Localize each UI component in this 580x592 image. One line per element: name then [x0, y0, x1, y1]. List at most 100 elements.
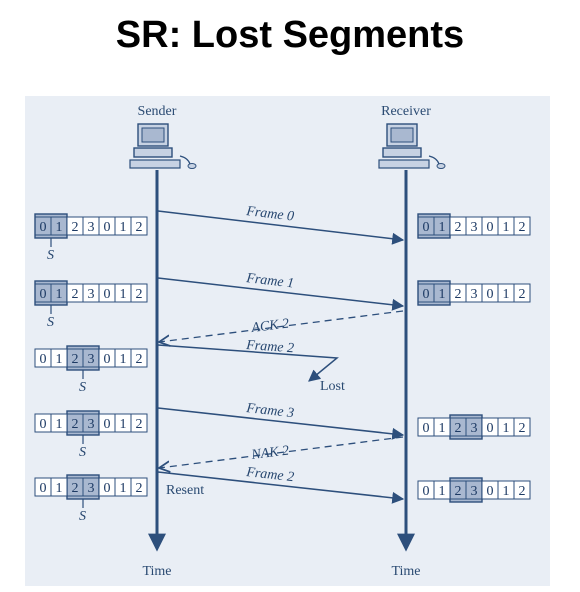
send-pointer-label: S: [47, 248, 54, 263]
receiver-window-digit: 1: [503, 484, 510, 499]
ack-2-arrow: [159, 310, 404, 342]
diagram-background: [25, 96, 550, 586]
receiver-computer-icon: [378, 123, 446, 169]
sender-window-digit: 2: [136, 481, 143, 496]
sender-label: Sender: [138, 104, 177, 119]
receiver-window-digit: 1: [503, 287, 510, 302]
receiver-window-digit: 2: [519, 220, 526, 235]
sender-window-digit: 3: [88, 287, 95, 302]
sender-window-digit: 2: [136, 352, 143, 367]
sender-window-cell: [130, 216, 148, 236]
receiver-window-digit: 1: [439, 484, 446, 499]
receiver-window-digit: 1: [439, 421, 446, 436]
sender-window-digit: 1: [56, 287, 63, 302]
frame-3-arrow: [157, 407, 405, 440]
sender-window-digit: 1: [56, 352, 63, 367]
sender-window-digit: 2: [136, 287, 143, 302]
send-pointer-label: S: [47, 315, 54, 330]
receiver-window-digit: 2: [455, 484, 462, 499]
receiver-window-cell: [513, 417, 531, 437]
receiver-window-digit: 3: [471, 220, 478, 235]
sender-window-digit: 2: [72, 287, 79, 302]
sender-window-digit: 0: [40, 287, 47, 302]
receiver-window-digit: 0: [423, 287, 430, 302]
receiver-window-cell: [513, 216, 531, 236]
sender-time-label: Time: [142, 564, 171, 579]
frame-2-label: Frame 2: [245, 338, 295, 356]
receiver-window-digit: 1: [503, 220, 510, 235]
nak-2-label: NAK 2: [250, 443, 290, 463]
receiver-window-digit: 3: [471, 421, 478, 436]
receiver-window-digit: 2: [519, 484, 526, 499]
receiver-window-digit: 3: [471, 484, 478, 499]
receiver-label: Receiver: [381, 104, 431, 119]
sender-window-cell: [130, 283, 148, 303]
send-pointer-label: S: [79, 380, 86, 395]
receiver-window-digit: 2: [519, 287, 526, 302]
receiver-window-digit: 0: [487, 220, 494, 235]
sender-window-digit: 2: [136, 417, 143, 432]
sender-window-digit: 1: [120, 481, 127, 496]
sender-window-digit: 2: [72, 220, 79, 235]
sender-window-digit: 2: [72, 352, 79, 367]
sender-window-digit: 0: [104, 417, 111, 432]
receiver-window-digit: 2: [455, 220, 462, 235]
send-pointer-label: S: [79, 509, 86, 524]
sender-window-digit: 0: [40, 352, 47, 367]
frame-1-arrow: [157, 277, 405, 311]
sender-window-digit: 3: [88, 417, 95, 432]
frame-1-label: Frame 1: [245, 271, 295, 292]
receiver-window-digit: 0: [423, 484, 430, 499]
receiver-window-digit: 0: [487, 287, 494, 302]
lost-label: Lost: [320, 379, 345, 394]
sender-window-digit: 1: [120, 352, 127, 367]
sender-window-cell: [130, 413, 148, 433]
frame-0-label: Frame 0: [245, 204, 295, 225]
sender-window-cell: [130, 477, 148, 497]
receiver-window-cell: [513, 283, 531, 303]
sender-computer-icon: [129, 123, 197, 169]
sender-window-digit: 0: [104, 287, 111, 302]
sender-window-digit: 3: [88, 220, 95, 235]
frame-2-lost-arrow: [157, 344, 339, 382]
receiver-window-cell: [513, 480, 531, 500]
receiver-window-digit: 2: [519, 421, 526, 436]
sender-window-digit: 1: [56, 481, 63, 496]
sender-window-digit: 0: [40, 417, 47, 432]
receiver-time-label: Time: [391, 564, 420, 579]
sender-window-digit: 1: [120, 220, 127, 235]
sender-window-digit: 1: [56, 220, 63, 235]
receiver-window-digit: 1: [439, 287, 446, 302]
resent-label: Resent: [166, 483, 204, 498]
nak-2-arrow: [159, 436, 404, 468]
send-pointer-label: S: [79, 445, 86, 460]
receiver-window-digit: 2: [455, 421, 462, 436]
sender-window-digit: 1: [120, 417, 127, 432]
sender-window-digit: 2: [136, 220, 143, 235]
receiver-window-digit: 1: [439, 220, 446, 235]
sender-window-digit: 1: [120, 287, 127, 302]
sender-window-digit: 3: [88, 352, 95, 367]
receiver-window-digit: 3: [471, 287, 478, 302]
receiver-window-digit: 0: [487, 484, 494, 499]
ack-2-label: ACK 2: [250, 316, 290, 336]
sender-window-digit: 1: [56, 417, 63, 432]
sender-window-digit: 2: [72, 481, 79, 496]
sender-window-digit: 0: [104, 220, 111, 235]
receiver-window-digit: 0: [423, 220, 430, 235]
frame-2-resent-arrow: [157, 471, 405, 504]
receiver-window-digit: 0: [487, 421, 494, 436]
receiver-window-digit: 0: [423, 421, 430, 436]
receiver-window-digit: 2: [455, 287, 462, 302]
